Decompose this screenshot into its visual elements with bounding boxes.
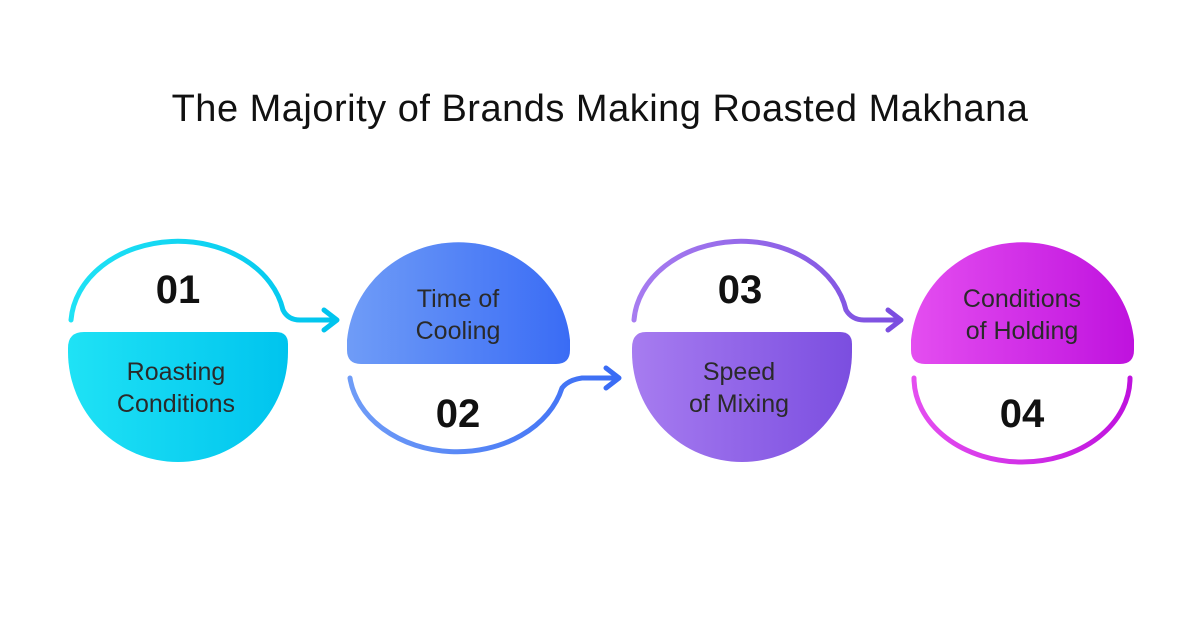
step-4-filled-half xyxy=(911,242,1134,364)
step-1: 01 Roasting Conditions xyxy=(68,238,340,462)
step-4-number: 04 xyxy=(1000,392,1045,436)
step-2-filled-half xyxy=(347,242,570,364)
step-3-number: 03 xyxy=(718,268,763,312)
step-3: 03 Speed of Mixing xyxy=(631,238,904,462)
step-4-label-line1: Conditions xyxy=(963,285,1081,313)
step-3-filled-half xyxy=(632,332,852,462)
step-3-label-line2: of Mixing xyxy=(689,390,789,418)
step-4-label-line2: of Holding xyxy=(966,317,1079,345)
step-2-label-line1: Time of xyxy=(417,285,499,313)
step-2-number: 02 xyxy=(436,392,481,436)
step-1-label-line1: Roasting xyxy=(127,358,226,386)
step-1-filled-half xyxy=(68,332,288,462)
step-4-outline-arc xyxy=(911,375,1133,465)
step-3-label-line1: Speed xyxy=(703,358,775,386)
step-3-outline-arc xyxy=(631,238,903,323)
step-1-label-line2: Conditions xyxy=(117,390,235,418)
step-2-label-line2: Cooling xyxy=(416,317,501,345)
step-1-number: 01 xyxy=(156,268,201,312)
step-2-outline-arc xyxy=(347,375,621,455)
step-3-arrow-head xyxy=(885,307,904,333)
diagram-title: The Majority of Brands Making Roasted Ma… xyxy=(171,88,1029,130)
step-1-arrow-head xyxy=(321,307,340,333)
step-1-outline-arc xyxy=(68,238,339,323)
step-2: Time of Cooling 02 xyxy=(347,242,622,455)
step-2-arrow-head xyxy=(603,365,622,391)
step-4: Conditions of Holding 04 xyxy=(911,242,1134,465)
